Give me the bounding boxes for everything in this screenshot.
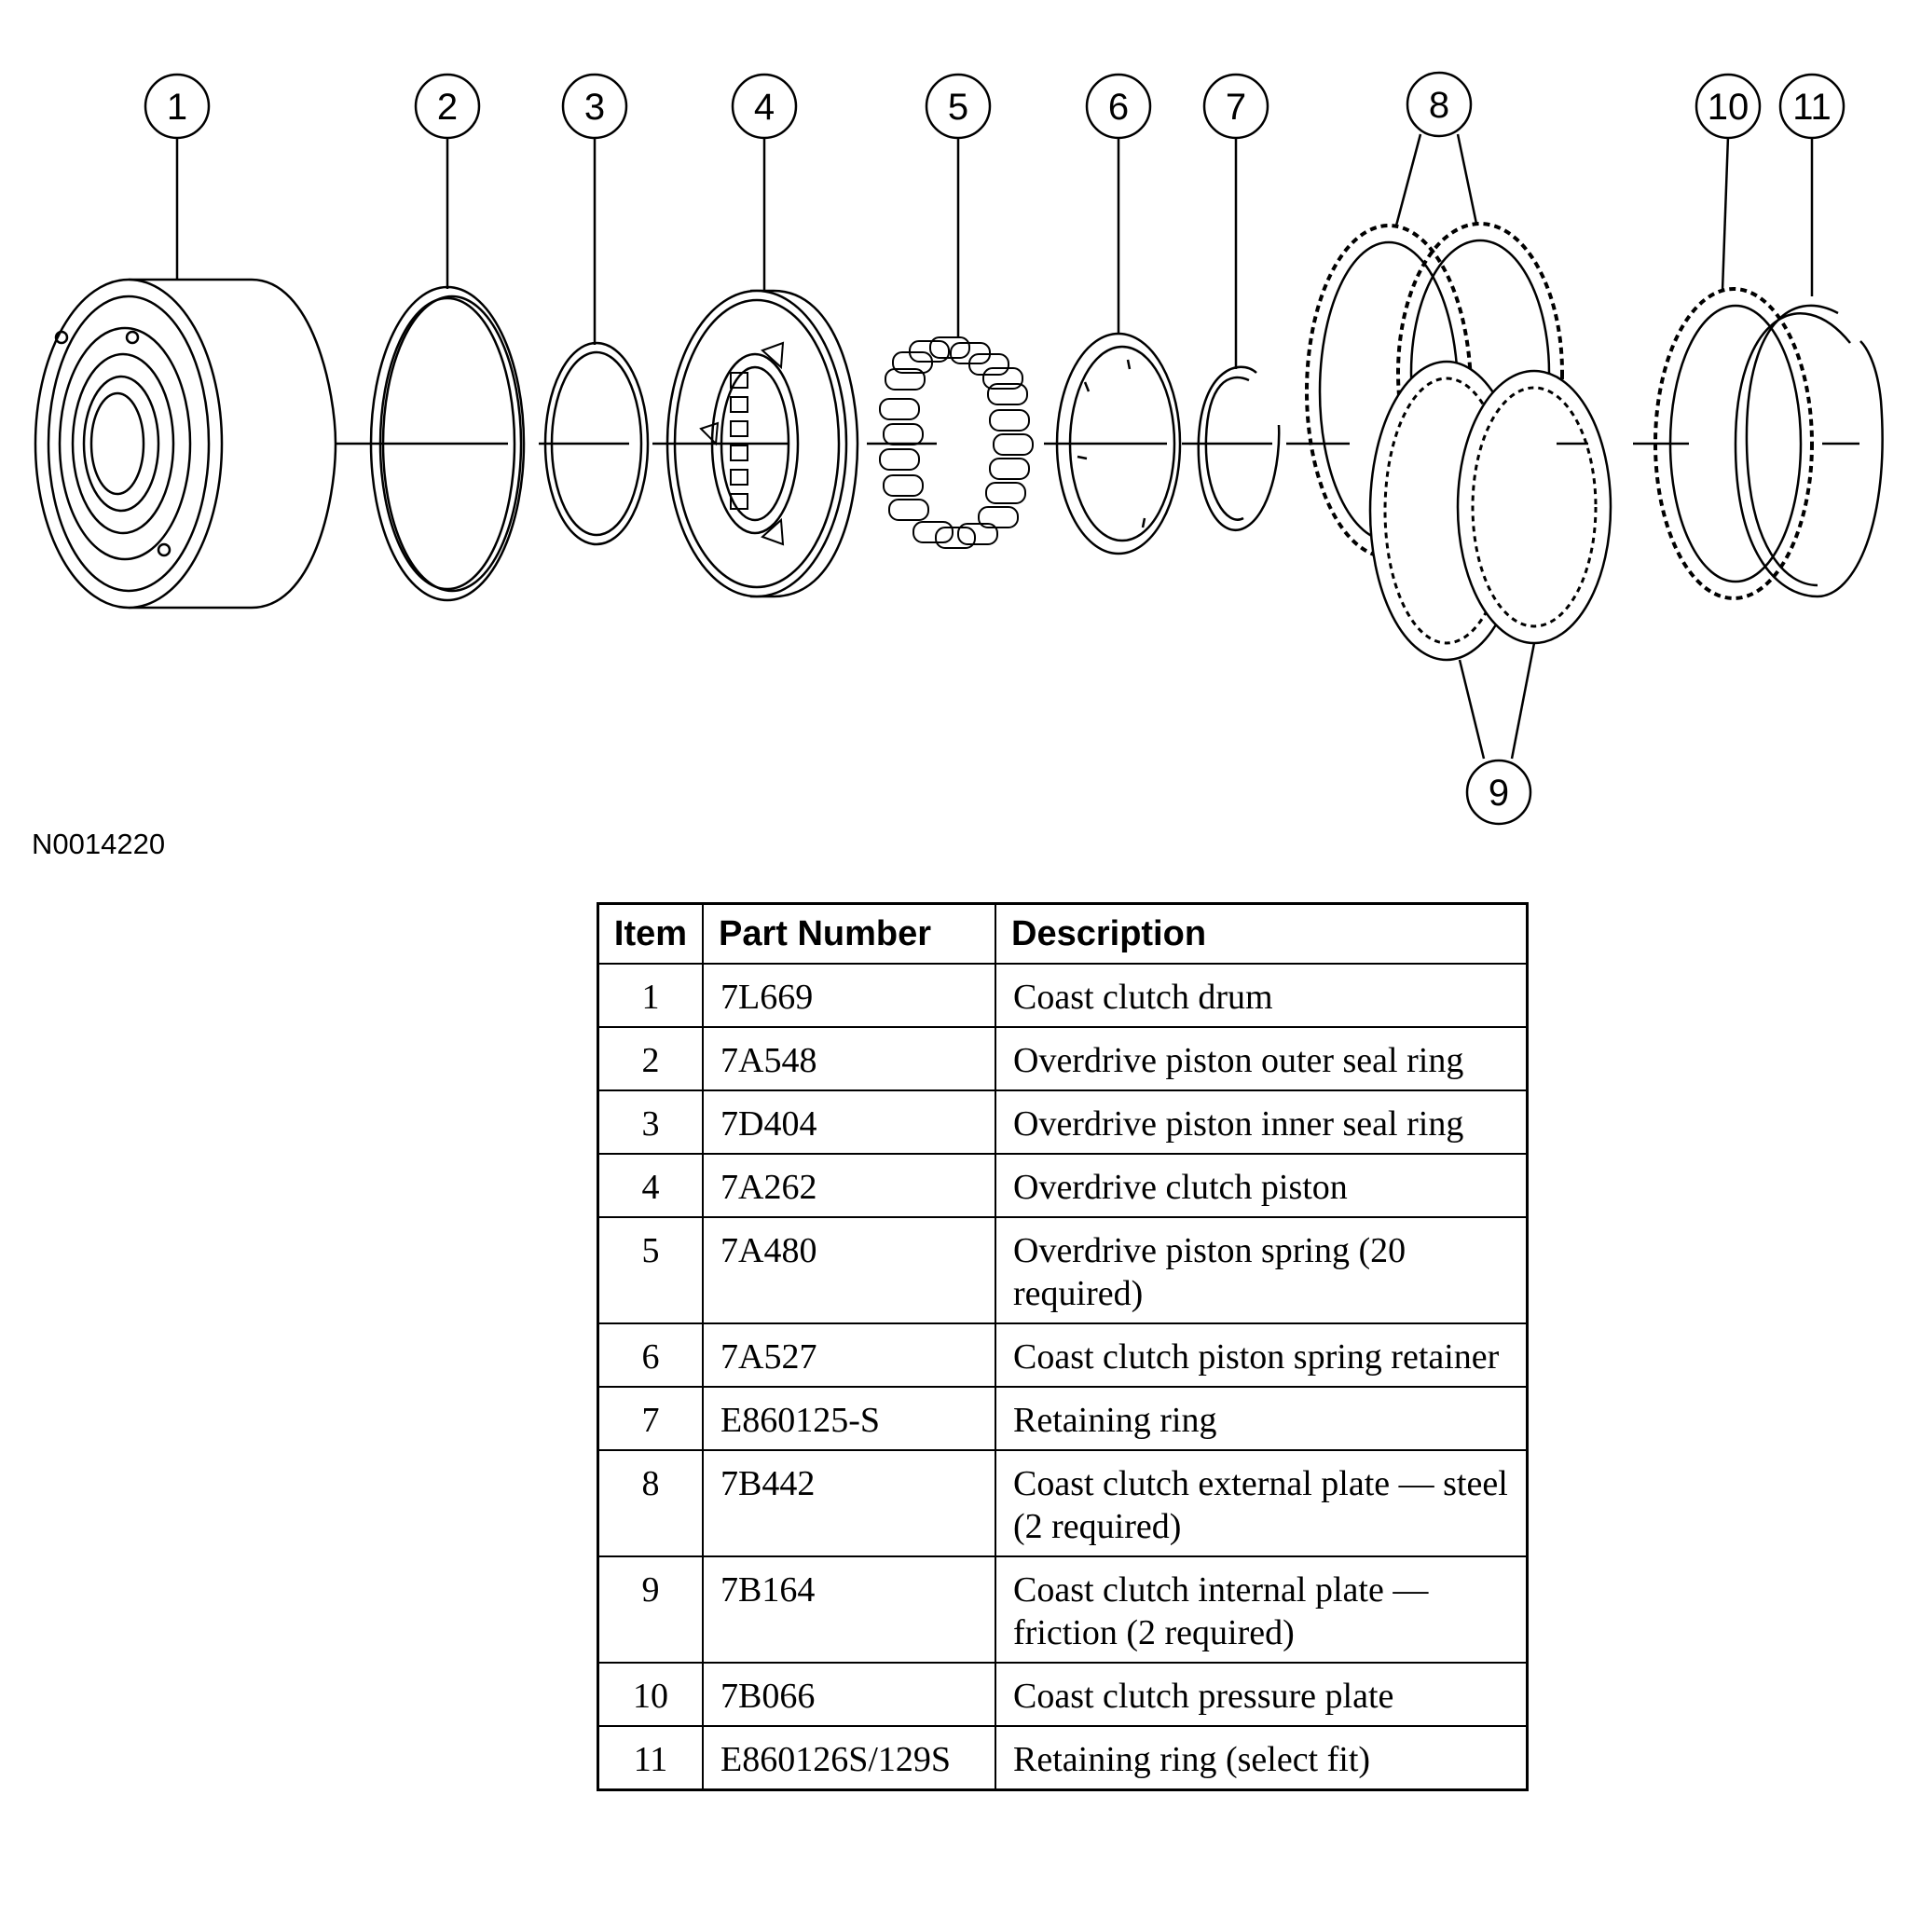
cell-item: 1 [597,963,704,1028]
cell-description: Overdrive piston spring (20 required) [995,1216,1529,1324]
svg-text:3: 3 [584,87,605,128]
cell-part-number: 7A548 [702,1026,996,1091]
table-row: 4 7A262 Overdrive clutch piston [597,1153,1529,1218]
cell-description: Overdrive clutch piston [995,1153,1529,1218]
table-row: 7 E860125-S Retaining ring [597,1386,1529,1451]
cell-description: Coast clutch drum [995,963,1529,1028]
table-row: 8 7B442 Coast clutch external plate — st… [597,1449,1529,1557]
leader-lines [175,133,1814,760]
part-5-piston-springs [867,336,1034,549]
cell-item: 6 [597,1322,704,1388]
cell-item: 5 [597,1216,704,1324]
part-6-spring-retainer [1044,332,1182,555]
cell-part-number: E860125-S [702,1386,996,1451]
table-row: 2 7A548 Overdrive piston outer seal ring [597,1026,1529,1091]
cell-item: 9 [597,1555,704,1664]
cell-description: Retaining ring (select fit) [995,1725,1529,1791]
callout-9: 9 [1465,759,1532,826]
callout-5: 5 [925,73,992,140]
svg-text:4: 4 [754,87,775,128]
table-header-row: Item Part Number Description [597,902,1529,965]
cell-part-number: 7B164 [702,1555,996,1664]
callout-1: 1 [144,73,211,140]
cell-item: 7 [597,1386,704,1451]
table-row: 11 E860126S/129S Retaining ring (select … [597,1725,1529,1791]
cell-description: Overdrive piston outer seal ring [995,1026,1529,1091]
cell-item: 3 [597,1089,704,1155]
svg-text:8: 8 [1429,85,1449,126]
header-item: Item [597,902,704,965]
cell-part-number: 7A262 [702,1153,996,1218]
cell-part-number: E860126S/129S [702,1725,996,1791]
cell-item: 4 [597,1153,704,1218]
exploded-view-diagram: 1 2 3 4 5 6 7 8 9 10 11 [34,71,1884,826]
part-2-outer-seal-ring [354,285,526,602]
cell-description: Coast clutch pressure plate [995,1662,1529,1727]
callout-10: 10 [1695,73,1762,140]
svg-text:2: 2 [437,87,458,128]
header-description: Description [995,902,1529,965]
table-row: 1 7L669 Coast clutch drum [597,963,1529,1028]
part-9-friction-plates [1368,360,1612,662]
part-7-retaining-ring [1182,365,1281,531]
part-1-coast-clutch-drum [34,278,354,610]
callout-11: 11 [1778,73,1846,140]
callout-3: 3 [561,73,628,140]
cell-description: Coast clutch piston spring retainer [995,1322,1529,1388]
table-row: 6 7A527 Coast clutch piston spring retai… [597,1322,1529,1388]
cell-item: 2 [597,1026,704,1091]
table-row: 10 7B066 Coast clutch pressure plate [597,1662,1529,1727]
svg-text:11: 11 [1792,87,1832,128]
part-11-select-fit-ring [1734,304,1884,598]
table-row: 9 7B164 Coast clutch internal plate — fr… [597,1555,1529,1664]
callout-6: 6 [1085,73,1152,140]
cell-part-number: 7A480 [702,1216,996,1324]
cell-description: Retaining ring [995,1386,1529,1451]
cell-part-number: 7L669 [702,963,996,1028]
callout-7: 7 [1202,73,1269,140]
cell-item: 8 [597,1449,704,1557]
parts-table: Item Part Number Description 1 7L669 Coa… [597,902,1529,1791]
part-10-pressure-plate [1633,287,1814,600]
header-part-number: Part Number [702,902,996,965]
callout-8: 8 [1406,71,1473,138]
cell-item: 10 [597,1662,704,1727]
table-row: 3 7D404 Overdrive piston inner seal ring [597,1089,1529,1155]
svg-text:6: 6 [1108,87,1129,128]
cell-part-number: 7B066 [702,1662,996,1727]
cell-description: Overdrive piston inner seal ring [995,1089,1529,1155]
svg-text:5: 5 [948,87,968,128]
cell-part-number: 7A527 [702,1322,996,1388]
svg-text:1: 1 [167,87,187,128]
svg-text:9: 9 [1489,773,1509,814]
cell-part-number: 7B442 [702,1449,996,1557]
cell-part-number: 7D404 [702,1089,996,1155]
callout-4: 4 [731,73,798,140]
cell-item: 11 [597,1725,704,1791]
svg-text:10: 10 [1708,87,1749,128]
cell-description: Coast clutch external plate — steel (2 r… [995,1449,1529,1557]
part-4-overdrive-clutch-piston [652,289,859,598]
figure-code: N0014220 [32,828,166,860]
cell-description: Coast clutch internal plate — friction (… [995,1555,1529,1664]
svg-text:7: 7 [1226,87,1246,128]
table-row: 5 7A480 Overdrive piston spring (20 requ… [597,1216,1529,1324]
callout-2: 2 [414,73,481,140]
part-3-inner-seal-ring [539,341,650,546]
